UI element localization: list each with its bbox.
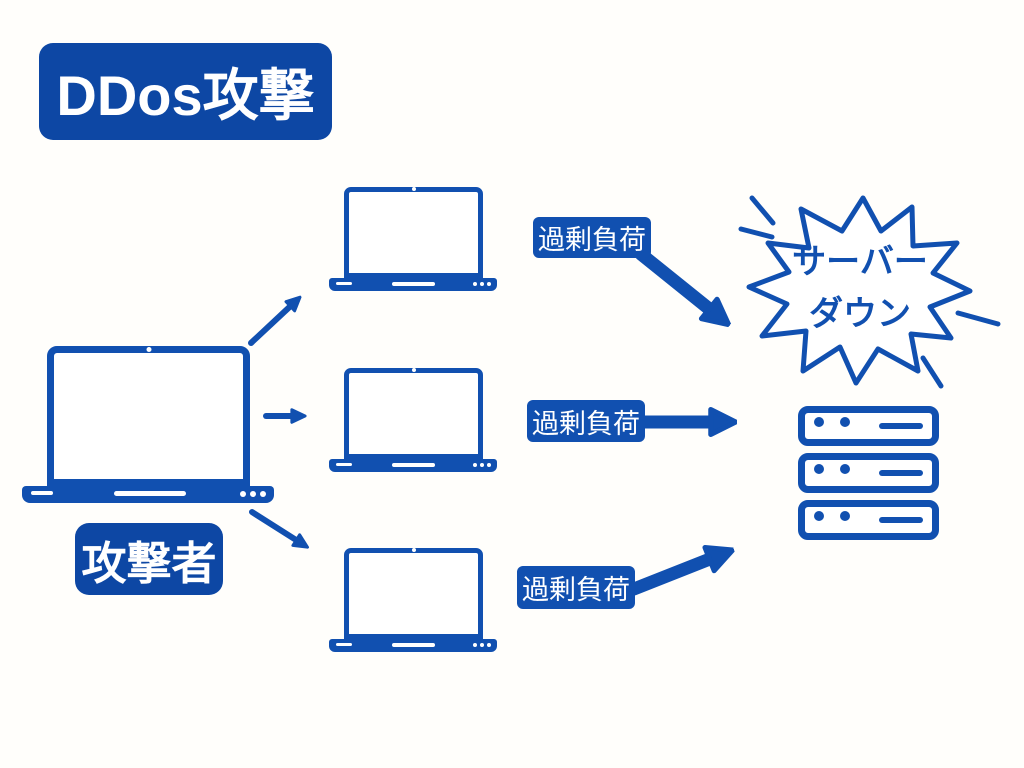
server-led-ring bbox=[814, 417, 824, 427]
server-led-ring bbox=[814, 464, 824, 474]
laptop-base-dash bbox=[31, 491, 53, 495]
server-rack-icon bbox=[798, 406, 939, 547]
bot-laptop-icon-3 bbox=[329, 548, 497, 652]
dot bbox=[473, 282, 477, 286]
attacker-label: 攻撃者 bbox=[75, 523, 223, 595]
dot bbox=[480, 282, 484, 286]
dot bbox=[487, 643, 491, 647]
laptop-camera-dot bbox=[146, 347, 151, 352]
overload-arrow-1 bbox=[634, 247, 718, 316]
laptop-trackpad-slot bbox=[392, 643, 435, 647]
laptop-base-dash bbox=[336, 282, 352, 285]
laptop-screen bbox=[344, 368, 483, 459]
server-unit-2 bbox=[798, 453, 939, 493]
overload-label-3: 過剰負荷 bbox=[517, 566, 635, 609]
bot-laptop-icon-2 bbox=[329, 368, 497, 472]
laptop-base-dots bbox=[473, 282, 491, 286]
attack-arrow-to-bot-3 bbox=[249, 509, 310, 549]
laptop-screen bbox=[47, 346, 250, 486]
emphasis-dash-top-left-1 bbox=[749, 195, 776, 226]
server-led-ring bbox=[840, 464, 850, 474]
emphasis-dash-bottom-right bbox=[920, 355, 944, 389]
laptop-base-dash bbox=[336, 643, 352, 646]
dot bbox=[473, 643, 477, 647]
laptop-trackpad-slot bbox=[392, 463, 435, 467]
server-vent-bar bbox=[879, 423, 923, 429]
laptop-base-dots bbox=[240, 491, 266, 497]
dot bbox=[487, 282, 491, 286]
overload-label-1: 過剰負荷 bbox=[533, 217, 651, 258]
emphasis-dash-top-left-2 bbox=[738, 226, 775, 240]
dot bbox=[250, 491, 256, 497]
server-vent-bar bbox=[879, 517, 923, 523]
laptop-base bbox=[329, 459, 497, 472]
server-led-ring bbox=[840, 417, 850, 427]
laptop-base bbox=[22, 486, 274, 503]
laptop-camera-dot bbox=[411, 368, 416, 372]
laptop-screen bbox=[344, 187, 483, 278]
dot bbox=[473, 463, 477, 467]
emphasis-dash-right bbox=[955, 310, 1001, 327]
server-down-line1: サーバー bbox=[792, 243, 928, 281]
explosion-burst bbox=[746, 195, 973, 386]
server-unit-1 bbox=[798, 406, 939, 446]
server-down-line2: ダウン bbox=[809, 295, 911, 333]
laptop-base bbox=[329, 639, 497, 652]
server-unit-3 bbox=[798, 500, 939, 540]
dot bbox=[260, 491, 266, 497]
dot bbox=[240, 491, 246, 497]
diagram-title: DDos攻撃 bbox=[39, 43, 332, 140]
laptop-trackpad-slot bbox=[392, 282, 435, 286]
laptop-base-dots bbox=[473, 643, 491, 647]
overload-label-2: 過剰負荷 bbox=[527, 400, 645, 442]
bot-laptop-icon-1 bbox=[329, 187, 497, 291]
dot bbox=[480, 643, 484, 647]
server-led-ring bbox=[814, 511, 824, 521]
laptop-camera-dot bbox=[411, 187, 416, 191]
laptop-base-dash bbox=[336, 463, 352, 466]
laptop-base-dots bbox=[473, 463, 491, 467]
dot bbox=[487, 463, 491, 467]
attacker-laptop-icon bbox=[22, 346, 274, 503]
server-down-text: サーバー ダウン bbox=[760, 236, 960, 340]
server-vent-bar bbox=[879, 470, 923, 476]
laptop-base bbox=[329, 278, 497, 291]
laptop-trackpad-slot bbox=[114, 491, 186, 496]
laptop-camera-dot bbox=[411, 548, 416, 552]
attack-arrow-to-bot-1 bbox=[248, 295, 302, 346]
server-led-ring bbox=[840, 511, 850, 521]
laptop-screen bbox=[344, 548, 483, 639]
dot bbox=[480, 463, 484, 467]
overload-arrow-3 bbox=[627, 555, 720, 596]
